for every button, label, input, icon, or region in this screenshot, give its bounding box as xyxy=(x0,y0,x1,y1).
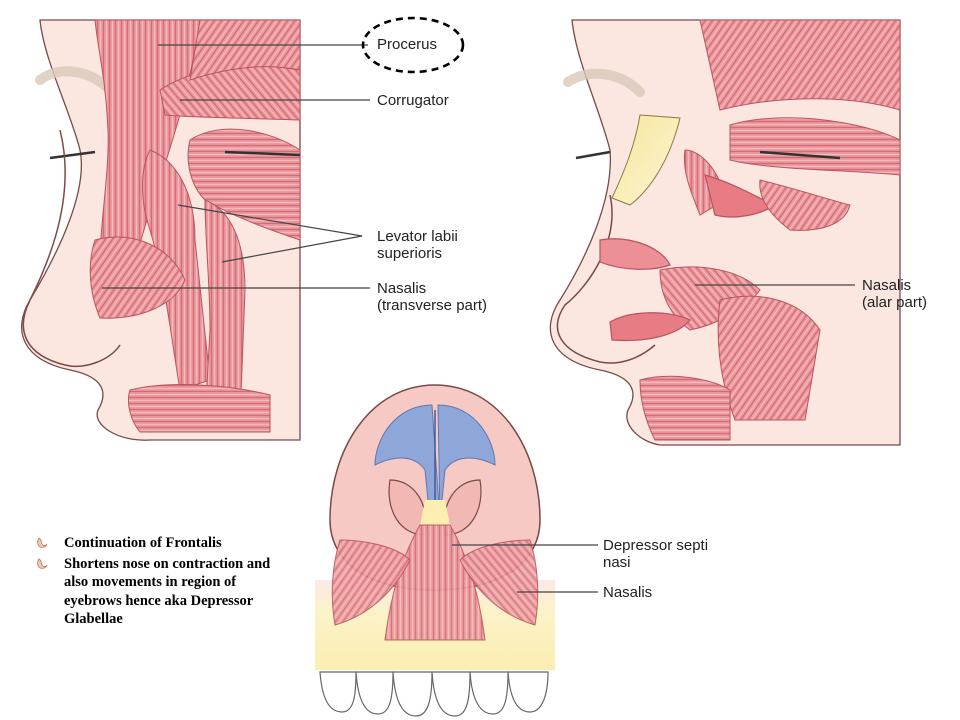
note-item: Continuation of Frontalis xyxy=(36,534,296,553)
bottom-alar-cartilage-right xyxy=(437,404,496,521)
note-text: Shortens nose on contraction and also mo… xyxy=(64,555,271,628)
label-nasalis-alar: Nasalis (alar part) xyxy=(862,277,928,311)
label-procerus: Procerus xyxy=(377,36,438,53)
label-nasalis-transverse: Nasalis (transverse part) xyxy=(377,280,488,314)
right-nasal-bone xyxy=(611,114,681,206)
right-eyelashes xyxy=(575,150,841,160)
left-frontalis-muscle xyxy=(189,19,301,81)
right-eyebrow xyxy=(563,68,645,97)
right-upper-lateral-cartilage-muscle xyxy=(599,238,671,270)
procerus-notes-list: Continuation of Frontalis Shortens nose … xyxy=(36,534,296,631)
procerus-highlight-ring xyxy=(361,16,465,74)
label-nasalis-bottom: Nasalis xyxy=(603,584,653,601)
right-frontalis-muscle xyxy=(699,19,901,111)
label-corrugator: Corrugator xyxy=(377,92,449,109)
left-nose-outline xyxy=(22,129,121,367)
left-profile-figure xyxy=(21,19,301,441)
left-eye-orbicularis xyxy=(187,128,301,241)
note-item: Shortens nose on contraction and also mo… xyxy=(36,555,296,629)
bottom-alar-cartilage-left xyxy=(374,404,441,521)
left-orbicularis-oris xyxy=(127,384,271,433)
right-eye-orbicularis xyxy=(729,117,901,176)
bullet-drop-icon xyxy=(37,537,48,548)
leader-levator-2 xyxy=(221,235,363,263)
leader-levator-1 xyxy=(177,204,363,237)
note-text: Continuation of Frontalis xyxy=(64,535,222,551)
label-levator-labii-superioris: Levator labii superioris xyxy=(377,228,458,262)
bullet-drop-icon xyxy=(37,557,48,569)
right-depressor-stump xyxy=(609,312,691,342)
bottom-teeth xyxy=(319,671,549,717)
leader-lines xyxy=(102,44,855,593)
left-nasalis-transverse-muscle xyxy=(89,236,186,319)
bottom-nasalis-left xyxy=(331,539,411,626)
bottom-frontal-figure xyxy=(315,384,555,717)
bottom-septum-base xyxy=(420,500,450,525)
left-eyelashes xyxy=(49,150,301,160)
right-profile-figure xyxy=(549,19,901,446)
right-buccal-muscle xyxy=(717,295,821,421)
right-orbicularis-oris xyxy=(639,375,731,441)
label-depressor-septi-nasi: Depressor septi nasi xyxy=(603,537,709,571)
right-zygomatic-stump xyxy=(759,179,851,231)
